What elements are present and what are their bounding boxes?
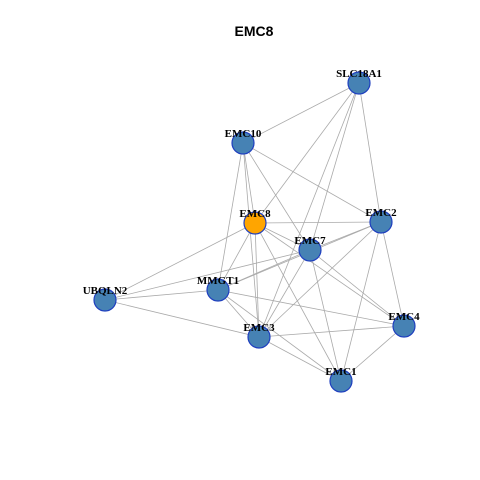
edge-ubqln2-emc3 [104, 299, 260, 338]
edge-emc8-emc3 [254, 222, 260, 338]
node-layer [93, 71, 416, 393]
node-label-emc3: EMC3 [243, 322, 275, 334]
node-label-slc18a1: SLC18A1 [336, 68, 382, 80]
node-label-ubqln2: UBQLN2 [83, 285, 128, 297]
node-label-emc10: EMC10 [225, 128, 262, 140]
edge-emc3-emc1 [258, 336, 342, 382]
edge-emc2-emc4 [380, 221, 405, 327]
node-ubqln2 [93, 288, 117, 312]
node-label-emc2: EMC2 [365, 207, 397, 219]
edge-slc18a1-emc3 [258, 82, 360, 338]
edge-emc8-emc2 [254, 221, 382, 224]
edge-emc8-emc1 [254, 222, 342, 382]
edge-emc8-emc4 [254, 222, 405, 327]
node-emc10 [231, 131, 255, 155]
edge-slc18a1-emc2 [358, 82, 382, 223]
node-emc3 [247, 325, 271, 349]
edge-emc8-mmgt1 [217, 222, 256, 291]
edge-emc4-emc1 [340, 325, 405, 382]
edge-emc2-emc1 [340, 221, 382, 382]
edge-emc3-emc4 [258, 325, 405, 338]
edge-emc7-ubqln2 [104, 249, 311, 301]
node-slc18a1 [347, 71, 371, 95]
edge-emc7-emc4 [309, 249, 405, 327]
edge-ubqln2-mmgt1 [104, 289, 219, 301]
edge-emc7-emc3 [258, 249, 311, 338]
edge-emc2-emc3 [258, 221, 382, 338]
node-label-mmgt1: MMGT1 [197, 275, 239, 287]
edge-emc7-emc1 [309, 249, 342, 382]
node-label-emc1: EMC1 [325, 366, 356, 378]
node-emc8 [243, 211, 267, 235]
edge-slc18a1-emc10 [242, 82, 360, 144]
node-label-emc8: EMC8 [239, 208, 271, 220]
graph-title: EMC8 [235, 23, 274, 39]
node-emc7 [298, 238, 322, 262]
edge-emc10-mmgt1 [217, 142, 244, 291]
edge-emc10-emc7 [242, 142, 311, 251]
edge-emc10-emc2 [242, 142, 382, 223]
node-label-emc4: EMC4 [388, 311, 420, 323]
edge-emc7-mmgt1 [217, 249, 311, 291]
edge-slc18a1-emc8 [254, 82, 360, 224]
edge-mmgt1-emc4 [217, 289, 405, 327]
node-emc1 [329, 369, 353, 393]
node-emc2 [369, 210, 393, 234]
node-mmgt1 [206, 278, 230, 302]
edge-emc2-mmgt1 [217, 221, 382, 291]
node-label-emc7: EMC7 [294, 235, 326, 247]
node-emc4 [392, 314, 416, 338]
edge-emc10-emc3 [242, 142, 260, 338]
edge-emc8-ubqln2 [104, 222, 256, 301]
edge-emc10-emc8 [242, 142, 256, 224]
